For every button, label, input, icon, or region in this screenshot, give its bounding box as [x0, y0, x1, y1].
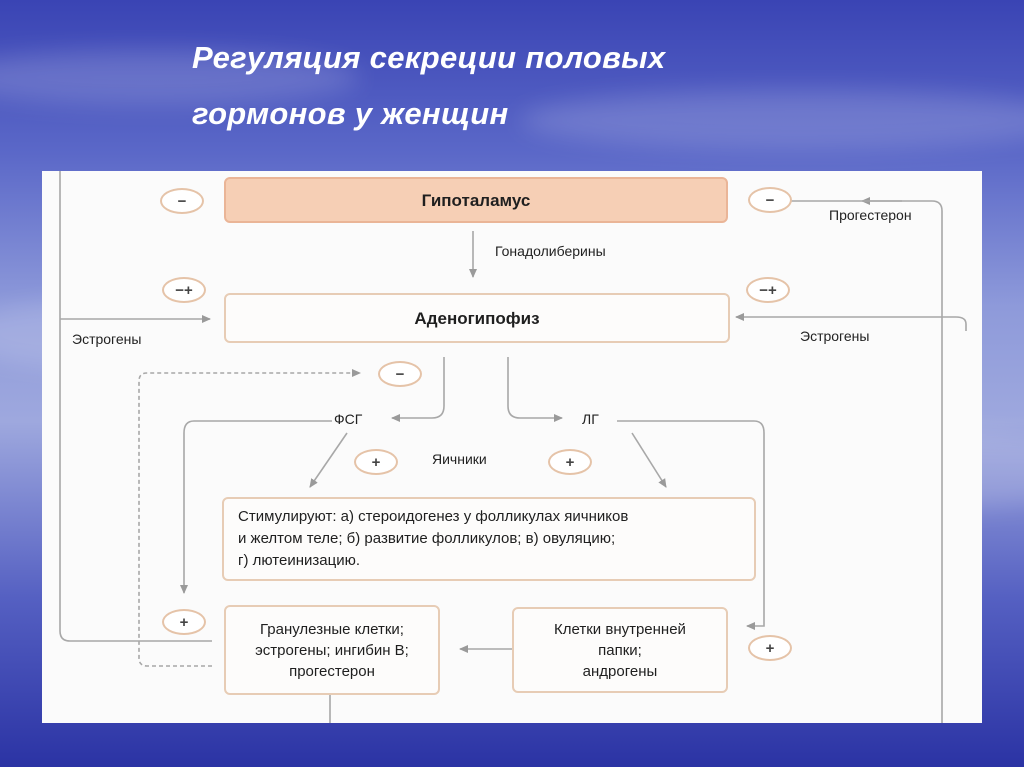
- label-progesterone: Прогестерон: [829, 207, 912, 223]
- slide-title-line-1: Регуляция секреции половых: [192, 30, 665, 86]
- theca-line-2: папки;: [554, 640, 686, 661]
- label-estrogens-left: Эстрогены: [72, 331, 141, 347]
- granulosa-text: Гранулезные клетки; эстрогены; ингибин В…: [255, 619, 409, 682]
- granulosa-line-3: прогестерон: [255, 661, 409, 682]
- stimulate-line-2: и желтом теле; б) развитие фолликулов; в…: [238, 528, 628, 550]
- sign-aden-left: −+: [162, 277, 206, 303]
- slide-title-line-2: гормонов у женщин: [192, 86, 665, 142]
- theca-line-1: Клетки внутренней: [554, 619, 686, 640]
- arrow-hyp-right-feedback: [862, 201, 942, 723]
- label-ovaries: Яичники: [432, 451, 487, 467]
- theca-line-3: андрогены: [554, 661, 686, 682]
- label-lh: ЛГ: [582, 411, 599, 427]
- arrow-hyp-left-feedback: [60, 171, 212, 641]
- sign-aden-right: −+: [746, 277, 790, 303]
- slide-title: Регуляция секреции половых гормонов у же…: [192, 30, 665, 142]
- granulosa-line-2: эстрогены; ингибин В;: [255, 640, 409, 661]
- arrow-fsh-to-stim: [310, 433, 347, 487]
- hypothalamus-box: Гипоталамус: [224, 177, 728, 223]
- sign-granulosa: +: [162, 609, 206, 635]
- stimulate-box: Стимулируют: а) стероидогенез у фолликул…: [222, 497, 756, 581]
- granulosa-box: Гранулезные клетки; эстрогены; ингибин В…: [224, 605, 440, 695]
- label-gonadoliberins: Гонадолиберины: [495, 243, 606, 259]
- arrow-lh-to-stim: [632, 433, 666, 487]
- theca-box: Клетки внутренней папки; андрогены: [512, 607, 728, 693]
- adenohypophysis-box: Аденогипофиз: [224, 293, 730, 343]
- sign-fsh-stim: +: [354, 449, 398, 475]
- sign-hyp-left: −: [160, 188, 204, 214]
- diagram-panel: Гипоталамус − − Прогестерон Гонадолибери…: [42, 171, 982, 723]
- label-fsh: ФСГ: [334, 411, 362, 427]
- sign-theca: +: [748, 635, 792, 661]
- sign-hyp-right: −: [748, 187, 792, 213]
- theca-text: Клетки внутренней папки; андрогены: [554, 619, 686, 682]
- stimulate-line-3: г) лютеинизацию.: [238, 550, 628, 572]
- granulosa-line-1: Гранулезные клетки;: [255, 619, 409, 640]
- arrow-lh-out: [508, 357, 562, 418]
- label-estrogens-right: Эстрогены: [800, 328, 869, 344]
- stimulate-text: Стимулируют: а) стероидогенез у фолликул…: [238, 506, 628, 572]
- stimulate-line-1: Стимулируют: а) стероидогенез у фолликул…: [238, 506, 628, 528]
- sign-lh-stim: +: [548, 449, 592, 475]
- sign-fsh-feedback: −: [378, 361, 422, 387]
